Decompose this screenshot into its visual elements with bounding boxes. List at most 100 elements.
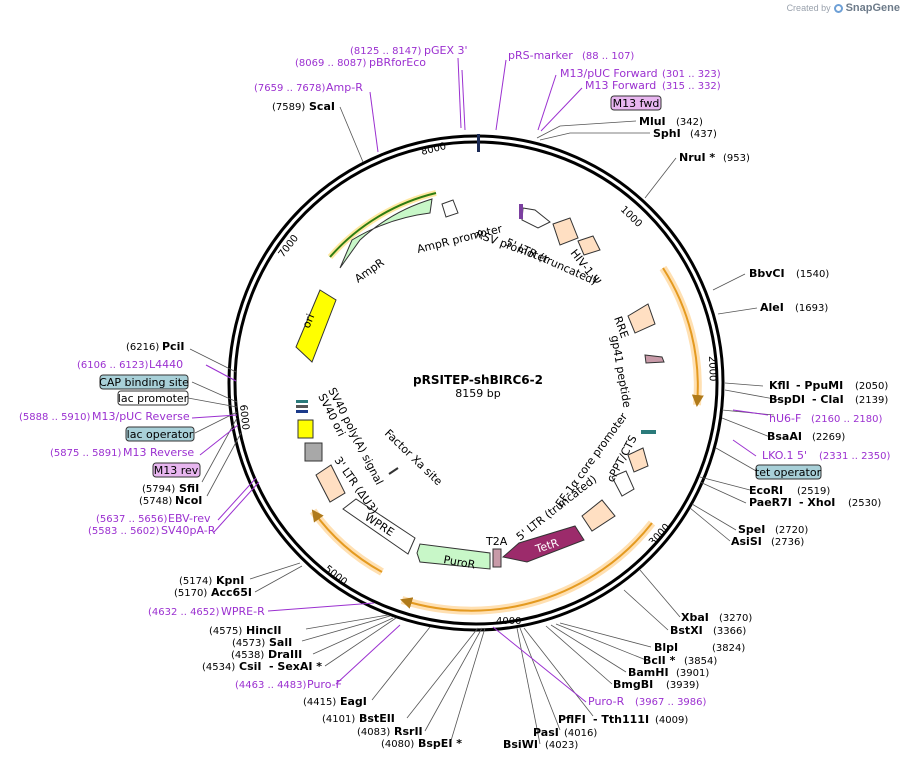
- enzyme-asisi: AsiSI: [731, 535, 762, 548]
- primer-sv40par-range: (5583 .. 5602): [88, 526, 160, 537]
- snapgene-brand: Created by SnapGene: [787, 2, 900, 14]
- enzyme-eagi-pos: (4415): [303, 697, 336, 708]
- enzyme-alei-pos: (1693): [795, 303, 828, 314]
- lacprom-box-label: lac promoter: [118, 392, 189, 405]
- snapgene-logo-icon: [833, 3, 843, 13]
- ltr5-feature: [552, 217, 579, 246]
- enzyme-paer7i-pos: (2530): [848, 498, 881, 509]
- enzyme-eagi: EagI: [340, 695, 367, 708]
- tick-7000: 7000: [277, 233, 301, 260]
- lac-operator-mark: [296, 400, 308, 403]
- primer-l4440: L4440: [149, 358, 183, 371]
- ori-feature: [295, 289, 337, 363]
- enzyme-bspei: BspEI *: [418, 737, 462, 750]
- snapgene-app-name: SnapGene: [845, 2, 900, 14]
- enzyme-ncoi: NcoI: [175, 494, 202, 507]
- rsv-mark: [519, 204, 523, 219]
- enzyme-pasi-pos: (4016): [564, 728, 597, 739]
- enzyme-bmgbi: BmgBI: [613, 678, 653, 691]
- enzyme-ecori: EcoRI: [749, 484, 783, 497]
- enzyme-kfli: KflI: [769, 379, 790, 392]
- factorxa-label: Factor Xa site: [382, 427, 445, 488]
- enzyme-sfii: SfiI: [179, 482, 199, 495]
- enzyme-sphi-pos: (437): [690, 129, 717, 140]
- primer-prsmarker-range: (88 .. 107): [582, 51, 634, 62]
- cap-binding-box: CAP binding site: [99, 374, 189, 390]
- wpre-feature: [342, 498, 416, 555]
- enzyme-bspei-pos: (4080): [381, 739, 414, 750]
- tick-2000: 2000: [706, 356, 718, 382]
- t2a-feature: [492, 548, 502, 568]
- primer-m13pucrev-range: (5888 .. 5910): [19, 412, 91, 423]
- primer-m13rev: M13 Reverse: [123, 446, 194, 459]
- tick-6000: 6000: [237, 404, 251, 430]
- enzyme-bsaai: BsaAI: [767, 430, 802, 443]
- enzyme-hincii: HincII: [246, 624, 282, 637]
- created-by-label: Created by: [786, 3, 831, 13]
- enzyme-kfli-pos: (2050): [855, 381, 888, 392]
- tet-operator-box: tet operator: [755, 464, 822, 480]
- t2a-label: T2A: [485, 535, 508, 548]
- plasmid-length: 8159 bp: [455, 387, 500, 400]
- enzyme-xbai-pos: (3270): [719, 613, 752, 624]
- hiv-feature: [577, 235, 601, 256]
- primer-pgex3: pGEX 3': [424, 44, 468, 57]
- primer-pbrforeco: pBRforEco: [369, 56, 426, 69]
- primer-ampr-range: (7659 .. 7678): [254, 83, 326, 94]
- primer-wprer-range: (4632 .. 4652): [148, 607, 220, 618]
- primer-ebvrev: EBV-rev: [168, 512, 211, 525]
- enzyme-sali: SalI: [269, 636, 292, 649]
- enzyme-bamhi-pos: (3901): [676, 668, 709, 679]
- primer-prsmarker: pRS-marker: [508, 49, 573, 62]
- primer-m13pucrev: M13/pUC Reverse: [92, 410, 190, 423]
- enzyme-sexai: - SexAI *: [269, 660, 322, 673]
- enzyme-ppumi: - PpuMI: [796, 379, 843, 392]
- enzyme-alei: AleI: [760, 301, 784, 314]
- enzyme-scai-pos: (7589): [272, 102, 305, 113]
- enzyme-bsteii-pos: (4101): [322, 714, 355, 725]
- primer-wprer: WPRE-R: [221, 605, 265, 618]
- primer-lko15: LKO.1 5': [762, 449, 807, 462]
- ampr-label: AmpR: [352, 256, 387, 286]
- plasmid-name: pRSITEP-shBIRC6-2: [413, 373, 543, 387]
- enzyme-pcii-pos: (6216): [126, 342, 159, 353]
- enzyme-kpni-pos: (5174): [179, 576, 212, 587]
- lacop-box-label: lac operator: [127, 428, 194, 441]
- enzyme-paer7i: PaeR7I: [749, 496, 792, 509]
- lac-operator-box: lac operator: [125, 426, 195, 442]
- enzyme-draiii-pos: (4538): [231, 650, 264, 661]
- enzyme-bsiwi-pos: (4023): [545, 740, 578, 751]
- enzyme-pflfi-pos: (4009): [655, 715, 688, 726]
- enzyme-bcli: BclI *: [643, 654, 676, 667]
- factorxa-mark: [388, 467, 399, 475]
- primer-m13fwd: M13 Forward: [585, 79, 656, 92]
- enzyme-ncoi-pos: (5748): [139, 496, 172, 507]
- cppt-feature: [627, 447, 649, 473]
- tetop-box-label: tet operator: [755, 466, 822, 479]
- ampr-promoter-feature: [441, 199, 459, 218]
- primer-puror-range: (3967 .. 3986): [635, 697, 707, 708]
- primer-hu6f: hU6-F: [769, 412, 801, 425]
- enzyme-bstxi: BstXI: [670, 624, 703, 637]
- enzyme-ecori-pos: (2519): [797, 486, 830, 497]
- enzyme-csii-pos: (4534): [202, 662, 235, 673]
- enzyme-sfii-pos: (5794): [142, 484, 175, 495]
- puror-label: PuroR: [442, 553, 476, 571]
- enzyme-bspdi-pos: (2139): [855, 395, 888, 406]
- enzyme-acc65i-pos: (5170): [174, 588, 207, 599]
- enzyme-spei: SpeI: [738, 523, 765, 536]
- tick-4000: 4000: [496, 616, 521, 627]
- primer-leader-lines: [191, 57, 769, 703]
- orf-arc-right: [662, 267, 704, 407]
- enzyme-mlui: MluI: [639, 115, 666, 128]
- primer-m13rev-range: (5875 .. 5891): [50, 448, 122, 459]
- enzyme-rsrii-pos: (4083): [357, 727, 390, 738]
- primer-purof-range: (4463 .. 4483): [235, 680, 307, 691]
- orf-arc-ampr: [329, 192, 437, 258]
- enzyme-sphi: SphI: [653, 127, 681, 140]
- gp41-feature: [644, 354, 665, 364]
- enzyme-draiii: DraIII: [268, 648, 302, 661]
- primer-hu6f-range: (2160 .. 2180): [811, 414, 883, 425]
- primer-lko15-range: (2331 .. 2350): [819, 451, 891, 462]
- enzyme-bcli-pos: (3854): [684, 656, 717, 667]
